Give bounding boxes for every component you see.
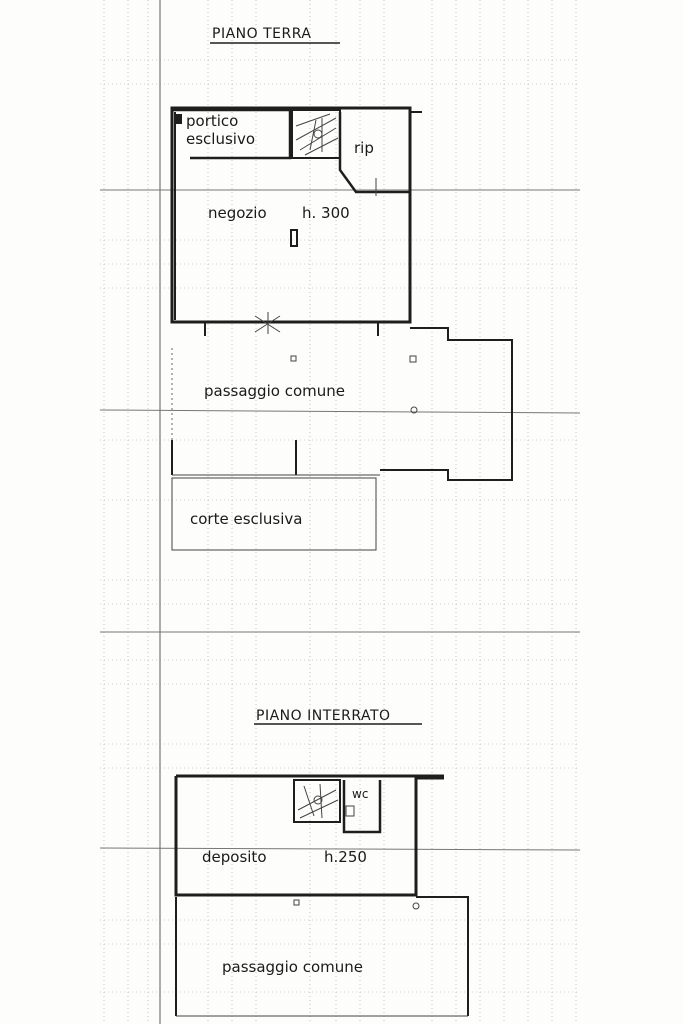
portico-column: [176, 114, 182, 124]
ground-stairs: [291, 109, 341, 159]
basement-stairs: [293, 779, 341, 823]
rip-label: rip: [354, 139, 374, 157]
corte-esclusiva-label: corte esclusiva: [190, 510, 303, 528]
negozio-label: negozio: [208, 204, 267, 222]
basement-plan: PIANO INTERRATO wc deposito h.250 passag…: [174, 708, 469, 1017]
negozio-height-label: h. 300: [302, 204, 350, 222]
basement-passage-outline: [175, 896, 469, 1017]
portico-walls: [172, 108, 292, 160]
deposito-walls: [174, 776, 444, 897]
basement-title: PIANO INTERRATO: [256, 708, 391, 724]
negozio-walls: [170, 106, 412, 324]
deposito-label: deposito: [202, 848, 267, 866]
guide-lines: [99, 0, 581, 1024]
door-marker: [290, 229, 298, 247]
deposito-height-label: h.250: [324, 848, 367, 866]
ground-passage-outline: [171, 327, 513, 481]
portico-label-line2: esclusivo: [186, 130, 255, 148]
portico-label-line1: portico: [186, 112, 238, 130]
corte-esclusiva-outline: [171, 477, 377, 551]
wc-walls: [342, 780, 382, 834]
bottom-wall-openings: [204, 312, 379, 336]
ground-floor-plan: PIANO TERRA portico esclusivo rip negozi…: [170, 26, 513, 551]
graph-paper-grid: [100, 0, 580, 1024]
basement-passage-label: passaggio comune: [222, 958, 363, 976]
wc-label: wc: [352, 787, 368, 801]
ground-floor-title: PIANO TERRA: [212, 26, 311, 42]
ground-passage-label: passaggio comune: [204, 382, 345, 400]
rip-walls: [338, 112, 410, 194]
